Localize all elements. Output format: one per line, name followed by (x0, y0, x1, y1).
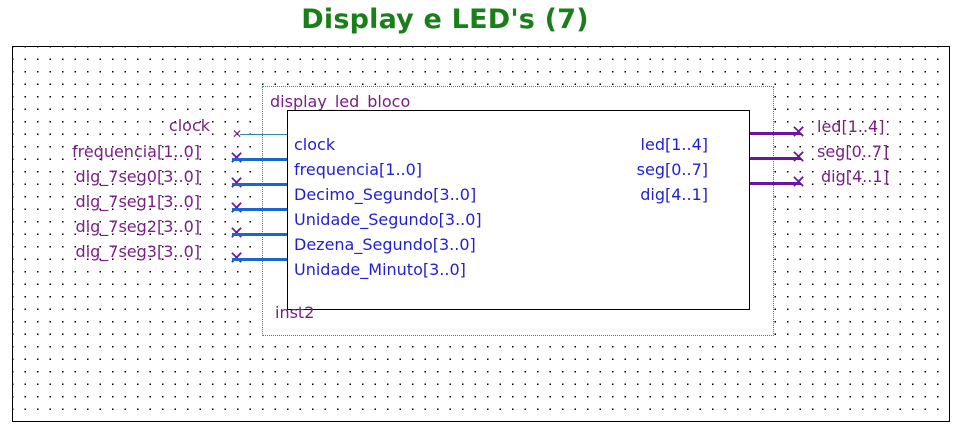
small-x-marker-icon: ✕ (232, 127, 243, 141)
x-marker-icon: ✕ (791, 172, 807, 193)
x-marker-icon: ✕ (791, 147, 807, 168)
instance-name: inst2 (275, 303, 315, 322)
bus-dig-7seg1[interactable] (232, 208, 287, 211)
output-pin-led-label[interactable]: led[1..4] (817, 117, 885, 136)
port-in-frequencia: frequencia[1..0] (294, 160, 423, 179)
port-out-led: led[1..4] (640, 135, 708, 154)
input-pin-dig-7seg2-label[interactable]: dig_7seg2[3..0] (75, 217, 200, 236)
output-pin-dig-label[interactable]: dig[4..1] (821, 167, 889, 186)
bus-dig-7seg0[interactable] (232, 183, 287, 186)
bus-dig[interactable] (750, 182, 800, 185)
input-pin-dig-7seg1-label[interactable]: dig_7seg1[3..0] (75, 192, 200, 211)
input-pin-dig-7seg0-label[interactable]: dig_7seg0[3..0] (75, 167, 200, 186)
output-pin-seg-label[interactable]: seg[0..7] (817, 142, 889, 161)
bus-frequencia[interactable] (232, 158, 287, 161)
block-type-name: display_led_bloco (270, 92, 411, 111)
wire-clock[interactable] (240, 134, 287, 135)
input-pin-clock-label[interactable]: clock (168, 116, 210, 135)
port-in-unidade-segundo: Unidade_Segundo[3..0] (294, 210, 482, 229)
port-in-clock: clock (294, 135, 336, 154)
bus-dig-7seg3[interactable] (232, 258, 287, 261)
x-marker-icon: ✕ (791, 122, 807, 143)
bus-led[interactable] (750, 132, 800, 135)
input-pin-dig-7seg3-label[interactable]: dig_7seg3[3..0] (75, 242, 200, 261)
display-led-block[interactable] (287, 110, 750, 310)
port-in-unidade-minuto: Unidade_Minuto[3..0] (294, 260, 466, 279)
input-pin-frequencia-label[interactable]: frequencia[1..0] (71, 142, 200, 161)
port-out-dig: dig[4..1] (640, 185, 708, 204)
port-out-seg: seg[0..7] (636, 160, 708, 179)
diagram-title: Display e LED's (7) (301, 4, 589, 35)
port-in-decimo-segundo: Decimo_Segundo[3..0] (294, 185, 477, 204)
bus-seg[interactable] (750, 157, 800, 160)
bus-dig-7seg2[interactable] (232, 233, 287, 236)
port-in-dezena-segundo: Dezena_Segundo[3..0] (294, 235, 476, 254)
